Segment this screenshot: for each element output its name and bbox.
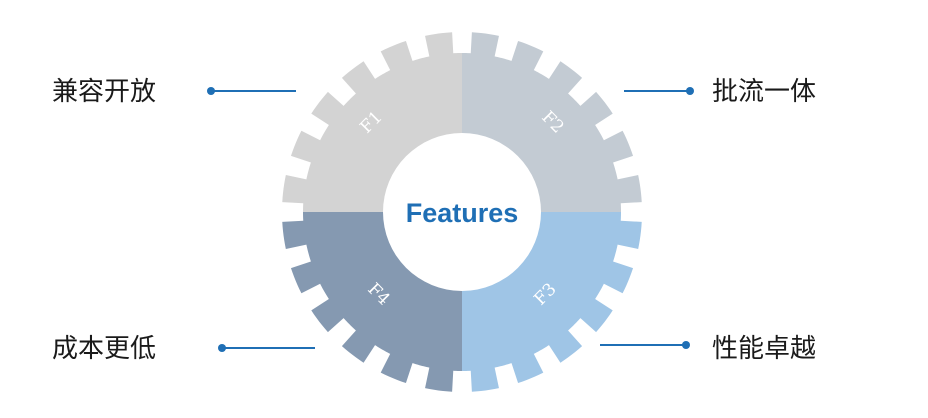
feature-label-top-left: 兼容开放 — [52, 77, 157, 107]
connector-top-right — [624, 87, 694, 95]
connector-top-left — [207, 87, 296, 95]
connector-bottom-right — [600, 341, 690, 349]
feature-label-bottom-right: 性能卓越 — [712, 334, 817, 364]
center-title: Features — [406, 198, 519, 228]
feature-label-top-right: 批流一体 — [712, 77, 817, 107]
connector-bottom-left — [218, 344, 315, 352]
feature-label-bottom-left: 成本更低 — [52, 334, 157, 364]
gear-center-hub — [383, 133, 541, 291]
